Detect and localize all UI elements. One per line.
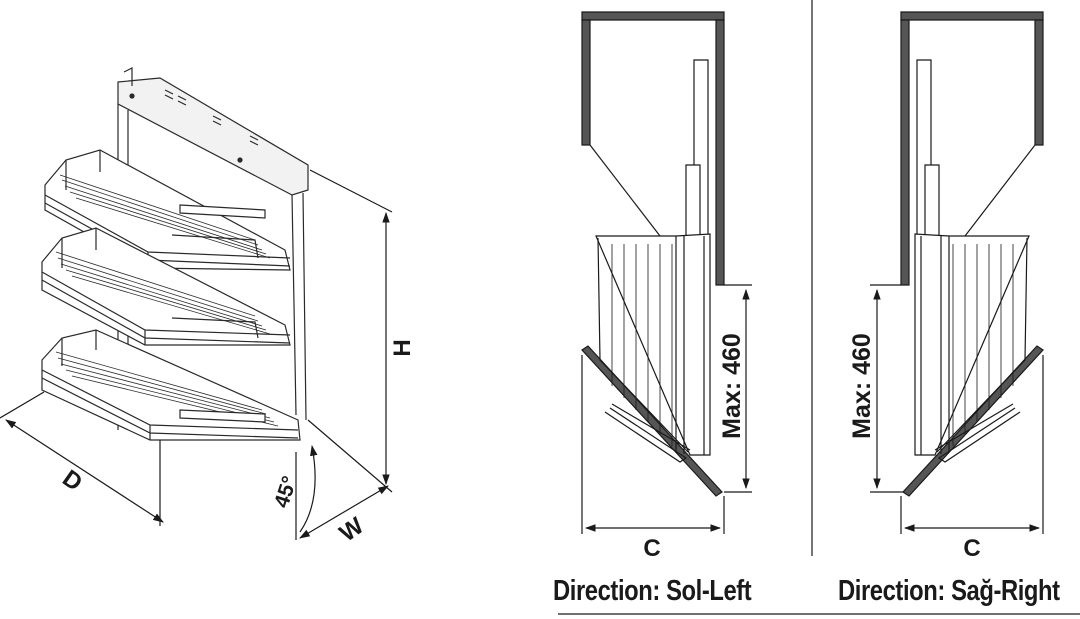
left-door <box>581 345 723 497</box>
mounting-panel <box>117 67 309 430</box>
width-label: W <box>335 512 369 547</box>
right-cabinet-wall-left <box>900 19 910 286</box>
right-cabinet-wall-right <box>1034 19 1044 146</box>
left-basket <box>595 233 711 456</box>
angle-arc <box>299 444 318 533</box>
height-extension-top <box>309 169 393 213</box>
depth-dimension-line <box>5 419 164 523</box>
left-cabinet-wall-right <box>715 19 725 286</box>
isometric-dimensions <box>0 169 393 540</box>
right-cabinet-top <box>900 11 1044 21</box>
left-cabinet-wall-left <box>581 19 591 146</box>
basket-middle <box>41 227 291 346</box>
angle-label: 45° <box>270 473 302 510</box>
width-dimension-line <box>299 485 389 539</box>
left-max-label: Max: 460 <box>718 333 746 439</box>
left-c-label: C <box>643 535 660 562</box>
isometric-basket-drawing <box>41 67 309 441</box>
right-basket <box>914 233 1030 456</box>
right-max-label: Max: 460 <box>848 333 876 439</box>
height-extension-bottom <box>307 419 393 493</box>
right-plan-view <box>870 11 1044 534</box>
left-plan-view <box>581 11 752 534</box>
left-cabinet-top <box>581 11 725 21</box>
depth-extension-left <box>0 391 45 419</box>
right-direction-caption: Direction: Sağ-Right <box>838 575 1060 607</box>
left-direction-caption: Direction: Sol-Left <box>553 575 752 607</box>
height-label: H <box>389 339 416 356</box>
right-c-label: C <box>963 535 980 562</box>
basket-bottom <box>41 329 301 441</box>
